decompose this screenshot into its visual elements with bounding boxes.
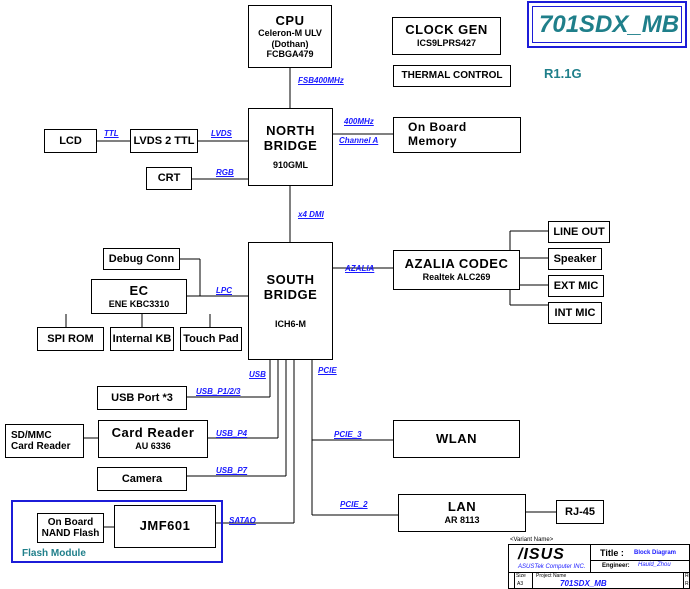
cpu-name: CPU <box>275 12 305 28</box>
title-label: Title : <box>600 548 624 558</box>
label-pcie: PCIE <box>318 366 337 375</box>
jmf601-block: JMF601 <box>114 505 216 548</box>
label-channel-a: Channel A <box>339 136 379 145</box>
label-rgb: RGB <box>216 168 234 177</box>
flash-module-label: Flash Module <box>22 548 86 559</box>
label-usb-p7: USB_P7 <box>216 466 248 475</box>
south-bridge-line2: BRIDGE <box>263 286 318 302</box>
sd-mmc-block: SD/MMC Card Reader <box>5 424 84 458</box>
ext-mic-block: EXT MIC <box>548 275 604 297</box>
label-400mhz: 400MHz <box>344 117 374 126</box>
card-reader-part: AU 6336 <box>135 441 171 452</box>
sd-mmc-line2: Card Reader <box>11 441 71 452</box>
diagram-title: 701SDX_MB <box>539 11 680 38</box>
diagram-title-frame: 701SDX_MB <box>527 1 687 48</box>
size-label: Size <box>516 573 526 579</box>
size-value: A3 <box>517 581 524 587</box>
label-usb: USB <box>249 370 266 379</box>
label-pcie3: PCIE_3 <box>334 430 362 439</box>
line-out-block: LINE OUT <box>548 221 610 243</box>
cpu-block: CPU Celeron-M ULV (Dothan) FCBGA479 <box>248 5 332 68</box>
lan-part: AR 8113 <box>444 515 480 526</box>
label-satao: SATAO <box>229 516 256 525</box>
cpu-line3: FCBGA479 <box>266 49 314 60</box>
asus-logo: /ISUS <box>518 546 565 563</box>
ec-part: ENE KBC3310 <box>108 298 170 309</box>
codec-name: AZALIA CODEC <box>404 256 509 272</box>
engineer-label: Engineer: <box>602 563 630 569</box>
nand-line1: On Board <box>47 516 94 528</box>
label-azalia: AZALIA <box>345 264 375 273</box>
clock-gen-name: CLOCK GEN <box>405 22 488 38</box>
lan-name: LAN <box>447 499 477 515</box>
memory-line2: Memory <box>408 134 458 148</box>
rev-label: Re <box>685 573 690 579</box>
internal-kb-block: Internal KB <box>110 327 174 351</box>
camera-block: Camera <box>97 467 187 491</box>
card-reader-name: Card Reader <box>111 425 195 441</box>
south-bridge-block: SOUTH BRIDGE ICH6-M <box>248 242 333 360</box>
revision-label: R1.1G <box>544 66 582 81</box>
nand-flash-block: On Board NAND Flash <box>37 513 104 543</box>
wlan-block: WLAN <box>393 420 520 458</box>
cpu-line1: Celeron-M ULV <box>258 28 322 39</box>
lan-block: LAN AR 8113 <box>398 494 526 532</box>
title-value: Block Diagram <box>634 550 677 556</box>
touch-pad-block: Touch Pad <box>180 327 242 351</box>
speaker-block: Speaker <box>548 248 602 270</box>
south-bridge-line1: SOUTH <box>266 271 315 287</box>
clock-gen-block: CLOCK GEN ICS9LPRS427 <box>392 17 501 55</box>
card-reader-block: Card Reader AU 6336 <box>98 420 208 458</box>
north-bridge-line1: NORTH <box>266 122 315 138</box>
lvds-2-ttl-block: LVDS 2 TTL <box>130 129 198 153</box>
label-usb-p123: USB_P1/2/3 <box>196 387 241 396</box>
label-dmi: x4 DMI <box>298 210 324 219</box>
onboard-memory-block: On Board Memory <box>393 117 521 153</box>
variant-name: <Variant Name> <box>510 537 554 543</box>
company-name: ASUSTek Computer INC. <box>518 564 586 570</box>
south-bridge-part: ICH6-M <box>275 318 306 329</box>
title-block-grid <box>508 544 690 589</box>
clock-gen-part: ICS9LPRS427 <box>416 38 477 49</box>
sd-mmc-line1: SD/MMC <box>11 429 52 441</box>
azalia-codec-block: AZALIA CODEC Realtek ALC269 <box>393 250 520 290</box>
north-bridge-part: 910GML <box>272 159 308 170</box>
label-lvds: LVDS <box>211 129 232 138</box>
cpu-line2: (Dothan) <box>271 38 309 49</box>
project-value: 701SDX_MB <box>560 579 607 588</box>
rj45-block: RJ-45 <box>556 500 604 524</box>
thermal-control-block: THERMAL CONTROL <box>393 65 511 87</box>
usb-port-block: USB Port *3 <box>97 386 187 410</box>
north-bridge-line2: BRIDGE <box>263 137 318 153</box>
label-ttl: TTL <box>104 129 119 138</box>
rev-value: R <box>685 581 689 587</box>
int-mic-block: INT MIC <box>548 302 602 324</box>
debug-conn-block: Debug Conn <box>103 248 180 270</box>
label-pcie2: PCIE_2 <box>340 500 368 509</box>
engineer-value: Hauld_Zhou <box>638 562 671 568</box>
nand-line2: NAND Flash <box>41 528 100 539</box>
north-bridge-block: NORTH BRIDGE 910GML <box>248 108 333 186</box>
ec-block: EC ENE KBC3310 <box>91 279 187 314</box>
spi-rom-block: SPI ROM <box>37 327 104 351</box>
crt-block: CRT <box>146 167 192 190</box>
lcd-block: LCD <box>44 129 97 153</box>
title-block: <Variant Name> /ISUS ASUSTek Computer IN… <box>508 537 690 589</box>
project-label: Project Name <box>536 573 567 579</box>
memory-line1: On Board <box>408 120 467 135</box>
label-lpc: LPC <box>216 286 232 295</box>
flash-module-frame <box>11 500 223 563</box>
label-usb-p4: USB_P4 <box>216 429 248 438</box>
ec-name: EC <box>129 282 149 298</box>
codec-part: Realtek ALC269 <box>422 272 491 283</box>
label-fsb: FSB400MHz <box>298 76 344 85</box>
